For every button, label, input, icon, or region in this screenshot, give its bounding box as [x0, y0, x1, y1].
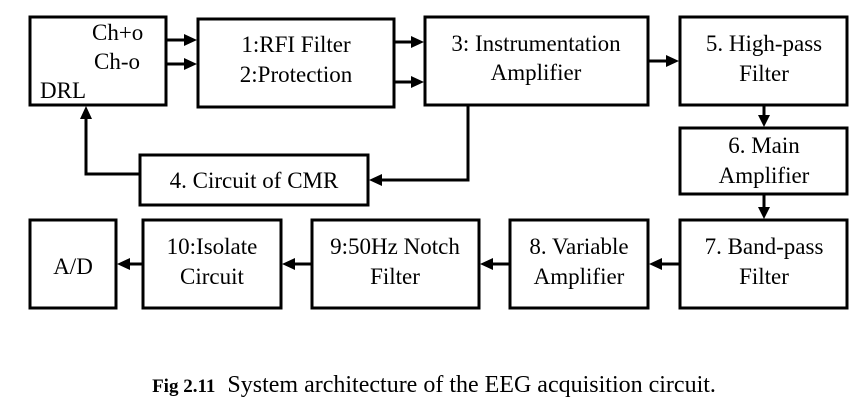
- isolate-circuit-label: Circuit: [180, 264, 244, 289]
- band-pass-filter-label: Filter: [739, 264, 789, 289]
- input-ch-plus-label: Ch+o: [92, 20, 143, 45]
- amplifier-label: Amplifier: [491, 60, 582, 85]
- cmr-label: 4. Circuit of CMR: [170, 168, 339, 193]
- high-pass-filter-label: Filter: [739, 61, 789, 86]
- band-pass-label: 7. Band-pass: [705, 234, 824, 259]
- notch-filter-label: Filter: [370, 264, 420, 289]
- isolate-label: 10:Isolate: [167, 234, 258, 259]
- cmr-circuit-box: [138, 153, 370, 207]
- variable-amplifier-label: Amplifier: [534, 264, 625, 289]
- instrumentation-amplifier-box: [423, 15, 650, 107]
- figure-number: Fig 2.11: [152, 376, 216, 397]
- ad-converter-box: [28, 218, 118, 310]
- input-drl-label: DRL: [40, 78, 86, 103]
- main-label: 6. Main: [728, 133, 800, 158]
- rfi-protection-box: [196, 17, 396, 109]
- input-electrodes-box: [28, 15, 168, 107]
- variable-label: 8. Variable: [529, 234, 628, 259]
- figure-caption: Fig 2.11 System architecture of the EEG …: [0, 372, 868, 399]
- main-amplifier-label: Amplifier: [719, 163, 810, 188]
- rfi-label: 1:RFI Filter: [241, 32, 351, 57]
- instrumentation-label: 3: Instrumentation: [451, 31, 621, 56]
- input-ch-minus-label: Ch-o: [94, 49, 140, 74]
- main-amplifier-box: [678, 126, 849, 196]
- caption-text: System architecture of the EEG acquisiti…: [227, 372, 716, 398]
- eeg-block-diagram: Ch+o Ch-o DRL 1:RFI Filter 2:Protection …: [28, 15, 849, 310]
- notch-label: 9:50Hz Notch: [330, 234, 460, 259]
- protection-label: 2:Protection: [240, 62, 353, 87]
- band-pass-filter-box: [678, 218, 849, 310]
- connections: [80, 34, 770, 270]
- ad-label: A/D: [53, 254, 93, 279]
- high-pass-label: 5. High-pass: [706, 31, 822, 56]
